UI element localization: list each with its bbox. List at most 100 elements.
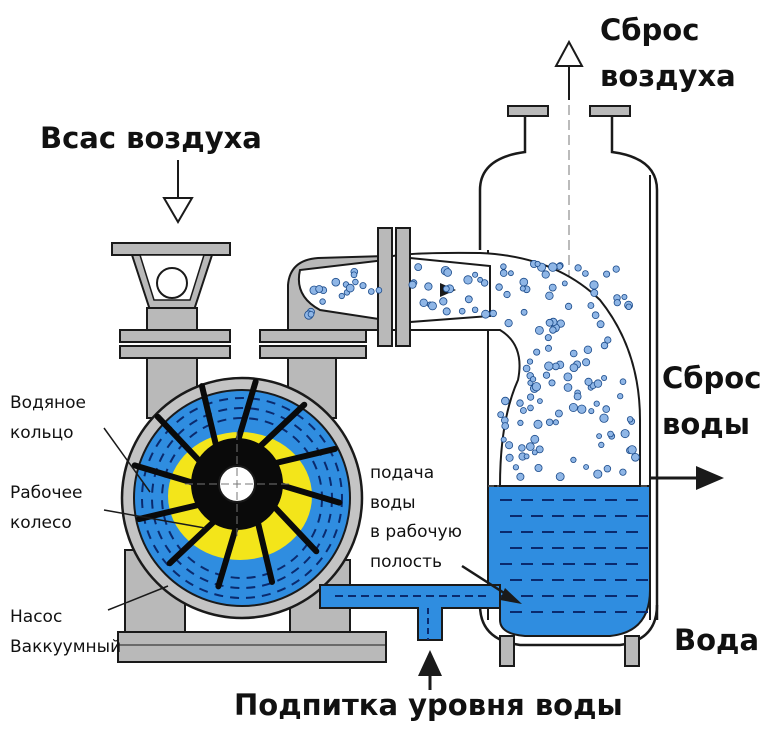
air-bubble [552,419,559,426]
air-bubble [522,364,531,373]
air-bubble [548,283,557,292]
air-bubble [551,362,560,371]
air-bubble [442,285,450,293]
air-bubble [577,404,587,414]
air-bubble [598,441,605,448]
air-bubble [477,276,484,283]
tank-water [487,485,651,637]
air-bubble [520,407,527,414]
air-bubble [424,282,433,291]
impeller-blade [131,462,200,487]
label-water: Вода [674,623,759,657]
air-bubble [497,411,505,419]
air-bubble [505,441,514,450]
air-bubble [602,405,610,413]
air-bubble [545,318,554,327]
air-bubble [463,275,473,285]
air-bubble [544,334,552,342]
air-bubble [535,325,544,335]
air-bubble [307,310,315,318]
base-plate [117,631,387,663]
air-bubble [472,271,479,278]
air-bubble [507,270,514,277]
air-bubble [620,429,630,439]
air-bubble [570,456,577,463]
air-bubble [480,279,489,287]
label-makeup: Подпитка уровня воды [234,688,623,722]
air-bubble [584,377,593,386]
air-bubble [591,311,600,320]
air-bubble [428,301,437,311]
air-bubble [590,289,599,297]
air-bubble [489,309,497,318]
air-bubble [555,472,565,482]
impeller-blade [268,445,338,467]
label-feed-3: в рабочую [370,522,462,542]
air-bubble [555,409,563,418]
air-bubble [519,285,526,292]
air-bubble [500,436,507,443]
air-bubble [583,464,589,470]
air-bubble [627,445,637,455]
air-bubble [593,379,603,388]
air-bubble [600,341,609,350]
air-bubble [471,306,479,313]
air-bubble [338,292,345,300]
air-bubble [545,344,553,352]
air-bubble [319,298,326,305]
air-bubble [626,416,634,423]
impeller-blade [136,501,206,523]
air-bubble [526,393,535,401]
air-bubble [593,400,600,407]
label-impeller-2: колесо [10,513,72,533]
air-bubble [607,430,614,438]
label-water-ring-1: Водяное [10,393,86,413]
impeller-blade [234,378,259,447]
air-bubble [414,263,423,272]
air-bubble [419,298,428,307]
label-impeller-1: Рабочее [10,483,83,503]
air-bubble [464,295,473,304]
pump-housing [120,376,364,620]
air-bubble [599,413,609,423]
air-bubble [569,363,579,373]
air-bubble [523,453,530,460]
air-bubble [568,402,578,412]
water-discharge-arrow [696,466,724,490]
air-bubbles [304,259,640,482]
air-bubble [604,336,612,344]
air-bubble [588,408,595,415]
air-bubble [517,419,524,426]
air-bubble [516,472,525,481]
air-bubble [516,399,524,407]
air-bubble [499,269,508,277]
air-bubble [544,361,554,371]
air-bubble [531,449,538,456]
air-bubble [518,444,526,452]
air-bubble [625,303,632,310]
air-bubble [533,348,541,356]
air-discharge-arrow [554,39,584,67]
air-bubble [367,288,375,295]
air-bubble [375,286,383,294]
air-bubble [619,378,627,386]
air-bubble [531,382,542,392]
air-bubble [504,318,513,328]
air-bubble [549,326,557,334]
air-bubble [631,452,640,462]
air-bubble [501,396,510,406]
air-bubble [359,282,367,290]
air-bubble [534,463,543,472]
impeller-blade [274,481,343,506]
makeup-arrow [418,650,442,676]
impeller-blade [198,383,220,453]
air-bubble [561,280,568,287]
air-bubble [345,283,355,293]
air-bubble [442,307,451,316]
impeller-blade [215,521,240,590]
label-water-ring-2: кольцо [10,423,74,443]
air-bubble [520,308,528,316]
air-bubble [500,263,507,270]
air-bubble [583,345,593,354]
